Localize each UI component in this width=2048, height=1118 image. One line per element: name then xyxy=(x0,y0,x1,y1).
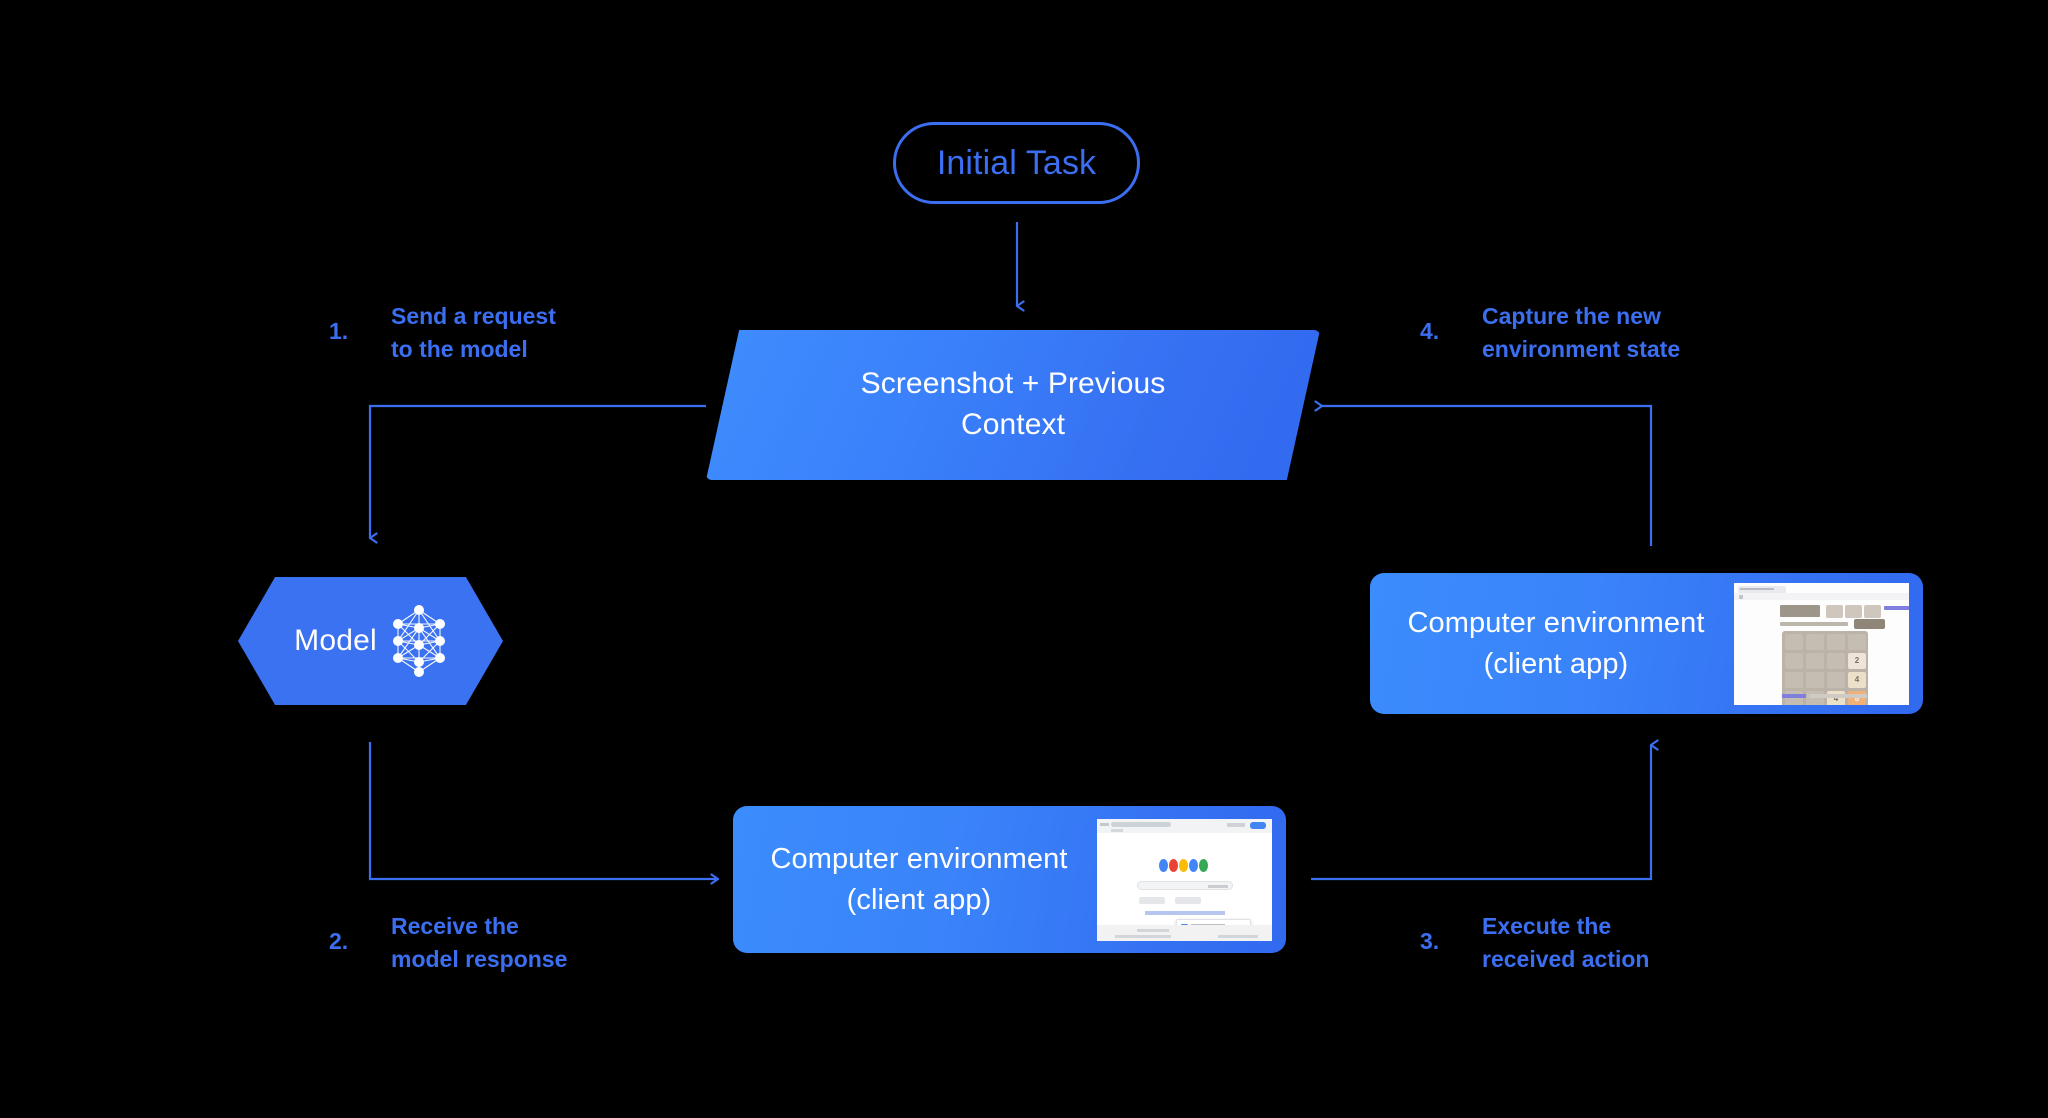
browser-action-icons xyxy=(1227,822,1245,827)
footer-text xyxy=(1809,693,1867,698)
step-2-text: Receive the model response xyxy=(391,913,568,972)
env-right-line2: (client app) xyxy=(1483,647,1629,680)
step-3-caption: 3. Execute the received action xyxy=(1420,910,1649,975)
lucky-button[interactable] xyxy=(1175,896,1201,904)
board-cell xyxy=(1848,633,1866,650)
initial-task-label: Initial Task xyxy=(936,143,1097,182)
step-3-text: Execute the received action xyxy=(1482,913,1650,972)
model-node-label: Model xyxy=(294,624,377,657)
arrow-model-to-env-bottom xyxy=(368,742,720,885)
computer-environment-right-node: Computer environment (client app) xyxy=(1370,573,1923,714)
footer-line-2 xyxy=(1115,934,1171,938)
browser-toolbar xyxy=(1734,592,1909,600)
score-box-1 xyxy=(1826,604,1843,618)
arrow-env-right-to-context xyxy=(1314,400,1653,546)
address-bar xyxy=(1111,821,1171,827)
step-1-text: Send a request to the model xyxy=(391,303,556,362)
bookmarks-bar xyxy=(1111,828,1123,832)
game-tile: 2 xyxy=(1848,652,1866,669)
footer-line-3 xyxy=(1218,934,1258,938)
score-box-3 xyxy=(1864,604,1881,618)
step-4-text: Capture the new environment state xyxy=(1482,303,1681,362)
initial-task-node: Initial Task xyxy=(893,122,1140,204)
step-1-number: 1. xyxy=(329,318,349,344)
board-cell xyxy=(1827,652,1845,669)
board-cell xyxy=(1785,671,1803,688)
game-subtitle xyxy=(1780,621,1848,626)
step-3-number: 3. xyxy=(1420,928,1440,954)
board-cell xyxy=(1785,633,1803,650)
neural-network-icon xyxy=(392,605,445,677)
step-2-number: 2. xyxy=(329,928,349,954)
arrow-env-bottom-to-env-right xyxy=(1311,739,1659,881)
browser-nav-buttons xyxy=(1100,822,1109,826)
search-input[interactable] xyxy=(1137,880,1233,890)
board-cell xyxy=(1827,633,1845,650)
arrow-context-to-model xyxy=(368,404,706,544)
board-cell xyxy=(1806,633,1824,650)
profile-button xyxy=(1250,821,1266,829)
search-input-icons xyxy=(1208,884,1228,888)
step-2-caption: 2. Receive the model response xyxy=(329,910,567,975)
2048-game-thumbnail: 2 4 4 8 xyxy=(1734,582,1909,705)
env-bottom-label: Computer environment (client app) xyxy=(733,839,1097,919)
google-search-thumbnail xyxy=(1097,818,1272,941)
language-links xyxy=(1145,910,1225,915)
step-4-number: 4. xyxy=(1420,318,1440,344)
context-node-line2: Context xyxy=(960,408,1066,441)
new-game-button xyxy=(1854,618,1885,629)
board-cell xyxy=(1806,652,1824,669)
context-node-label: Screenshot + Previous Context xyxy=(706,330,1320,480)
game-tile: 4 xyxy=(1848,671,1866,688)
board-cell xyxy=(1785,652,1803,669)
context-node-shape xyxy=(706,330,1320,480)
header-link xyxy=(1884,605,1909,610)
model-node-content: Model xyxy=(238,577,503,705)
footer-link xyxy=(1782,693,1806,698)
step-1-caption: 1. Send a request to the model xyxy=(329,300,556,365)
model-node: Model xyxy=(238,577,503,705)
board-cell xyxy=(1806,671,1824,688)
context-node-line1: Screenshot + Previous xyxy=(860,367,1166,401)
step-4-caption: 4. Capture the new environment state xyxy=(1420,300,1680,365)
google-logo-icon xyxy=(1159,857,1211,874)
browser-tab-title xyxy=(1740,587,1774,590)
context-node: Screenshot + Previous Context xyxy=(706,330,1320,480)
browser-toolbar-icon xyxy=(1739,594,1743,599)
search-button[interactable] xyxy=(1139,896,1165,904)
model-node-shape xyxy=(238,577,503,705)
env-right-line1: Computer environment xyxy=(1407,607,1705,640)
board-cell xyxy=(1827,671,1845,688)
site-title-2048 xyxy=(1780,604,1820,617)
score-box-2 xyxy=(1845,604,1862,618)
env-right-label: Computer environment (client app) xyxy=(1370,603,1734,683)
env-bottom-line1: Computer environment xyxy=(770,843,1068,876)
env-bottom-line2: (client app) xyxy=(846,883,992,916)
page-footer xyxy=(1097,924,1272,941)
footer-line-1 xyxy=(1137,928,1169,932)
computer-environment-bottom-node: Computer environment (client app) xyxy=(733,806,1286,953)
